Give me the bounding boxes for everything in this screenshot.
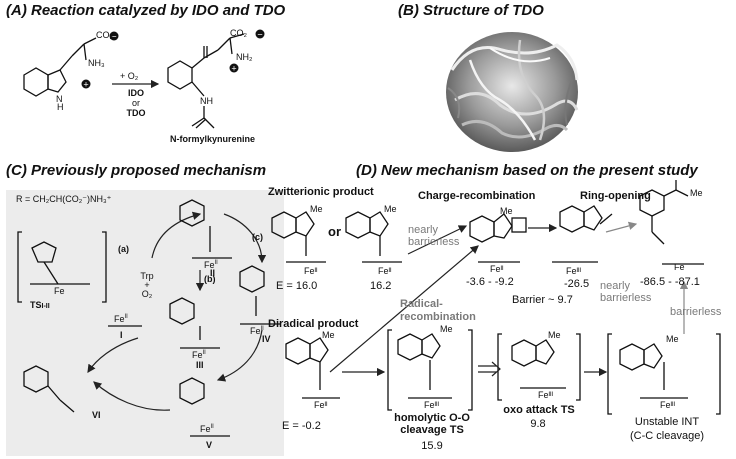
fe-i: FeII: [114, 314, 128, 324]
fe-ts: Fe: [54, 286, 65, 296]
radical-recombination-arrow: [329, 245, 479, 373]
carboxylate-charge: [109, 31, 119, 41]
zw2-energy: 16.2: [370, 280, 392, 292]
fe-iii: FeII: [192, 350, 206, 360]
ox-me: Me: [548, 330, 561, 340]
ht-fe: Feᴵᴵᴵ: [424, 400, 440, 410]
cc-cleavage-label: (C-C cleavage): [630, 430, 704, 442]
fe-v: FeII: [200, 424, 214, 434]
trp-co2-label: CO₂: [96, 30, 113, 40]
enzyme-tdo: TDO: [126, 108, 146, 118]
nfk-nh2-label: NH₂: [236, 52, 253, 62]
panel-d-title: (D) New mechanism based on the present s…: [356, 162, 698, 179]
radical-recombination-label: Radical-recombination: [400, 298, 476, 323]
panel-d-arrows: [329, 221, 689, 377]
reagent-o2: + O₂: [120, 71, 139, 81]
cr-fe: Feᴵᴵ: [490, 264, 504, 274]
svg-text:−: −: [257, 30, 262, 40]
panel-c-background: [6, 190, 284, 456]
zwitterionic-header: Zwitterionic product: [268, 186, 374, 198]
ht-me: Me: [440, 324, 453, 334]
trp-h-label: H: [57, 102, 64, 112]
final-me: Me: [690, 188, 703, 198]
nearly-barrierless-2: nearly barrierless: [600, 280, 652, 304]
intermediate-iii: III: [196, 360, 204, 370]
zw-me-1: Me: [310, 204, 323, 214]
zw1-energy: E = 16.0: [276, 280, 318, 292]
intermediate-iv: IV: [262, 334, 271, 344]
trp-nh3-label: NH₃: [88, 58, 105, 68]
svg-text:+: +: [231, 64, 236, 74]
int-me: Me: [666, 334, 679, 344]
step-a-label: (a): [118, 244, 129, 254]
panel-a-title: (A) Reaction catalyzed by IDO and TDO: [6, 2, 286, 19]
intermediate-ii: II: [210, 268, 216, 278]
panel-c-cycle-arrows: [87, 211, 267, 411]
enzyme-ido: IDO: [127, 88, 144, 98]
final-fe: Fe: [674, 262, 685, 272]
intermediate-v: V: [206, 440, 213, 450]
svg-text:+: +: [83, 80, 88, 90]
charge-recombination-arrow: [407, 225, 468, 255]
charge-recombination-label: Charge-recombination: [418, 190, 536, 202]
intermediate-i: I: [120, 330, 123, 340]
ammonium-charge: [81, 79, 91, 89]
fe-iv: FeII: [250, 326, 264, 336]
ox-fe: Feᴵᴵᴵ: [538, 390, 554, 400]
oxo-ts-label: oxo attack TS: [503, 404, 575, 416]
trp-o2-label: Trp+O₂: [140, 271, 154, 299]
tryptophan-charges: − +: [81, 31, 119, 90]
barrierless-label: barrierless: [670, 306, 722, 318]
r-definition: R = CH₂CH(CO₂⁻)NH₃⁺: [16, 194, 112, 204]
svg-text:−: −: [111, 32, 116, 42]
trp-nh-label: N: [56, 94, 63, 104]
ts-label: TSI-II: [30, 300, 50, 310]
ring-opening-label: Ring-opening: [580, 190, 651, 202]
zw-or-text: or: [328, 224, 341, 239]
fe-ii: FeII: [204, 260, 218, 270]
panel-b-title: (B) Structure of TDO: [398, 2, 544, 19]
step-c-label: (c): [252, 232, 263, 242]
dr-fe: Feᴵᴵ: [314, 400, 328, 410]
n-formylkynurenine-structure: [167, 33, 245, 129]
panel-c-structures: [17, 199, 280, 437]
intermediate-vi: VI: [92, 410, 101, 420]
barrier-label: Barrier ~ 9.7: [512, 294, 573, 306]
zw2-fe: Feᴵᴵ: [378, 266, 392, 276]
panel-c-title: (C) Previously proposed mechanism: [6, 162, 267, 179]
nfk-nh-label: NH: [200, 96, 213, 106]
cr-me: Me: [500, 206, 513, 216]
homolytic-energy: 15.9: [421, 440, 443, 452]
tryptophan-structure: [23, 37, 97, 97]
oxo-energy: 9.8: [530, 418, 546, 430]
tdo-protein-structure: [446, 32, 579, 152]
nfk-co2-label: CO₂: [230, 28, 247, 38]
nfk-product-label: N-formylkynurenine: [170, 134, 256, 144]
cr-energy: -3.6 - -9.2: [466, 276, 514, 288]
int-fe: Feᴵᴵᴵ: [660, 400, 676, 410]
diradical-header: Diradical product: [268, 318, 359, 330]
step-b-label: (b): [204, 274, 216, 284]
dr-me: Me: [322, 330, 335, 340]
homolytic-ts-label: homolytic O-O cleavage TS: [394, 412, 470, 436]
ring-fe: Feᴵᴵᴵ: [566, 266, 582, 276]
nearly-barrierless-1: nearly barrierless: [408, 224, 460, 248]
ring-energy: -26.5: [564, 278, 590, 290]
zw-me-2: Me: [384, 204, 397, 214]
final-energy: -86.5 - -87.1: [640, 276, 700, 288]
unstable-int-label: Unstable INT: [634, 416, 700, 428]
zw1-fe: Feᴵᴵ: [304, 266, 318, 276]
panel-d-structures: [271, 180, 721, 415]
enzyme-or: or: [131, 98, 140, 108]
dr-energy: E = -0.2: [282, 420, 321, 432]
